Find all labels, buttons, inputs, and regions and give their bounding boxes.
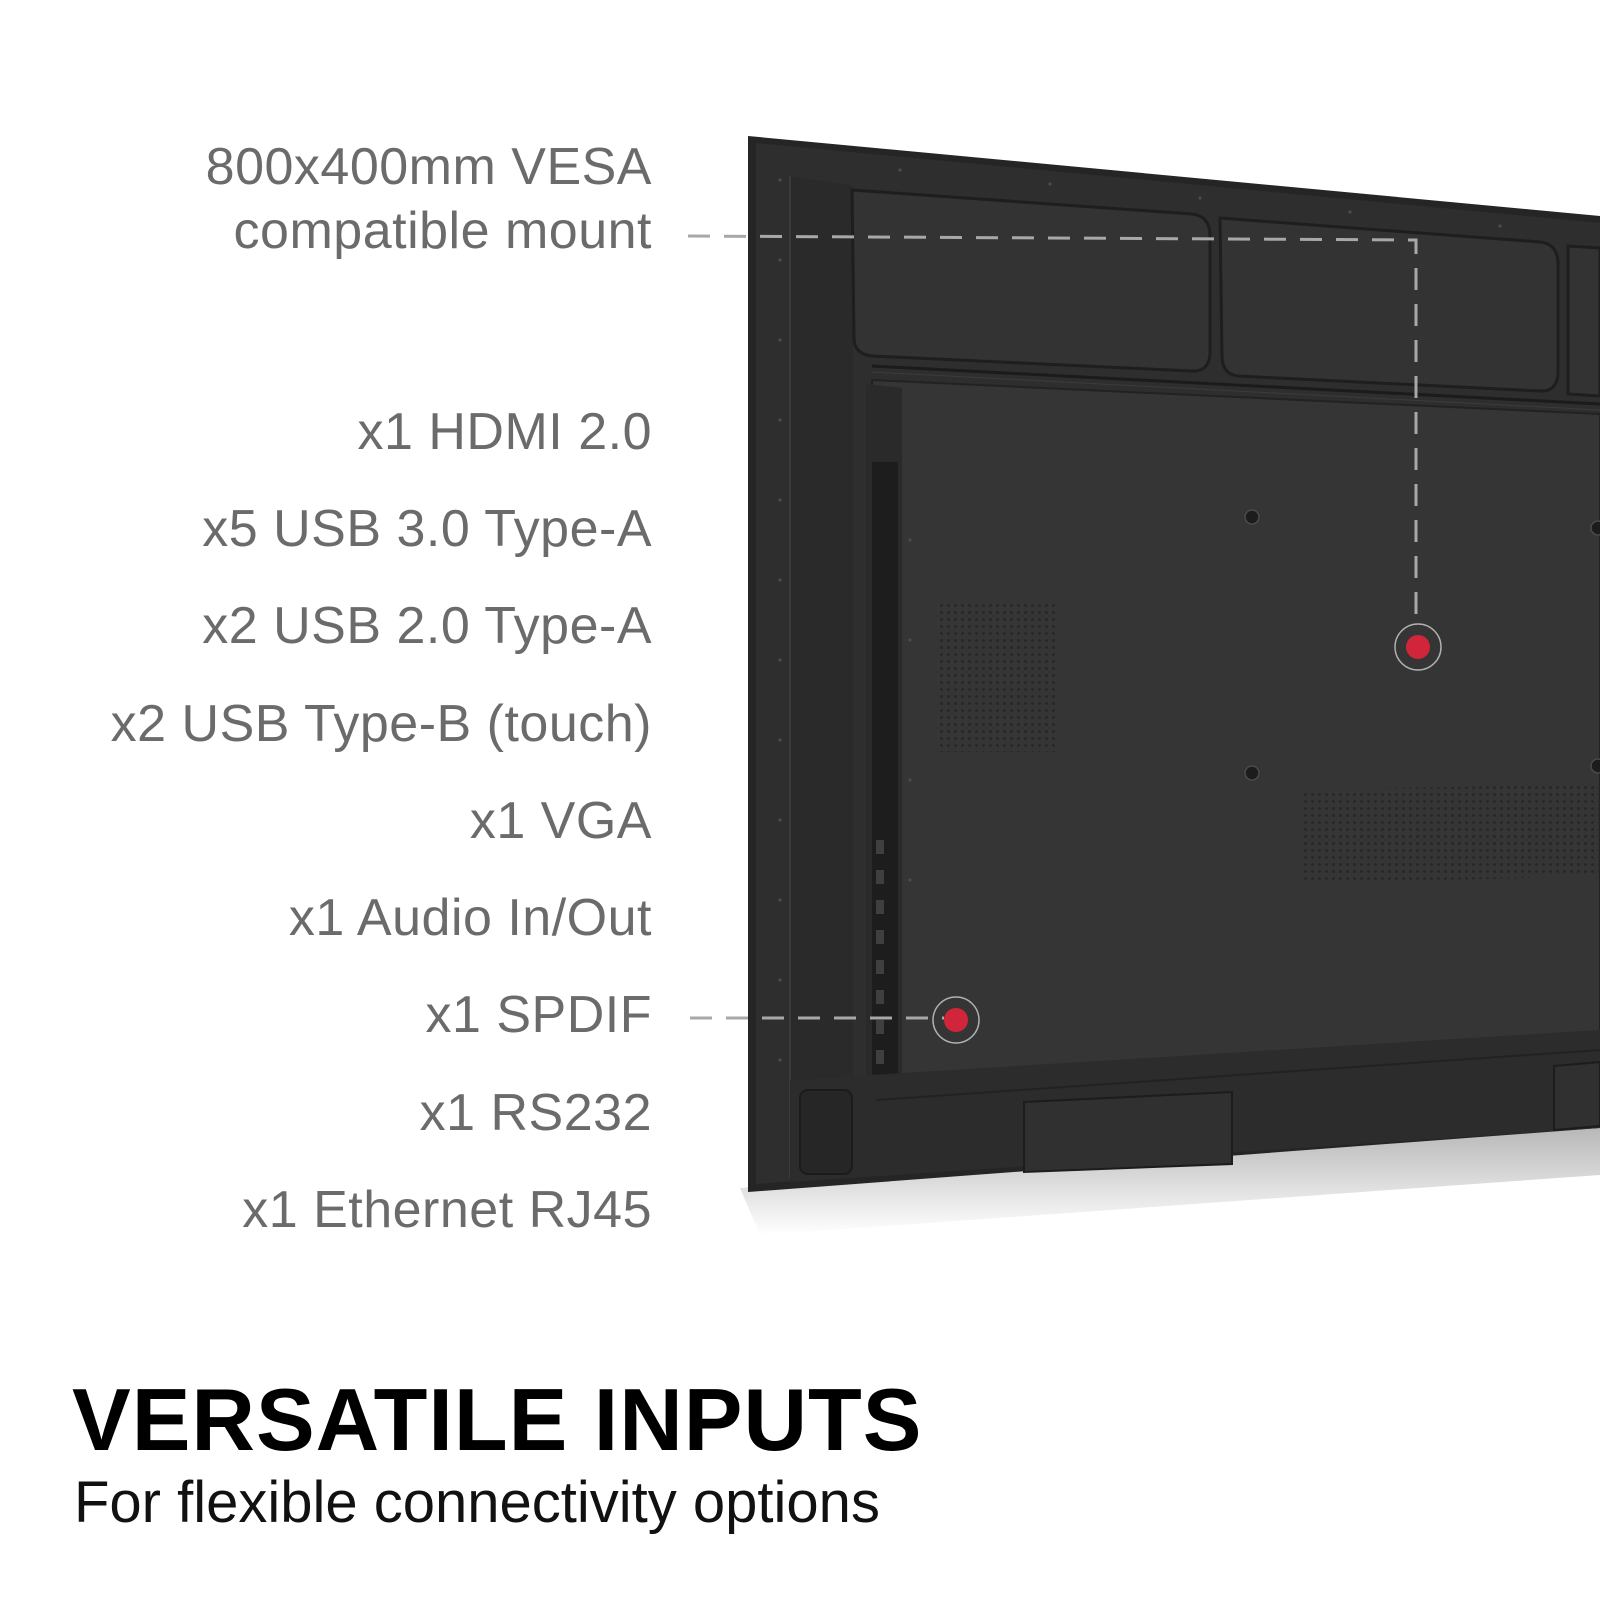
port-spec-audio: x1 Audio In/Out <box>288 889 652 947</box>
side-port-strip <box>872 462 898 1098</box>
port-spec-rs232: x1 RS232 <box>419 1084 652 1142</box>
upper-panel-2 <box>1218 216 1560 393</box>
vesa-callout-line <box>687 234 1418 628</box>
port-spec-ethernet: x1 Ethernet RJ45 <box>242 1181 652 1239</box>
port-spec-vga: x1 VGA <box>469 792 652 850</box>
headline: VERSATILE INPUTS <box>72 1370 923 1469</box>
vesa-mount-holes <box>1244 509 1600 781</box>
vent-grille <box>1300 784 1600 884</box>
port-spec-hdmi: x1 HDMI 2.0 <box>357 403 652 461</box>
subheadline: For flexible connectivity options <box>74 1470 880 1535</box>
upper-panel-1 <box>850 188 1212 373</box>
spdif-callout-dot <box>944 1008 968 1032</box>
display-shadow <box>740 1128 1600 1235</box>
port-spec-usb3: x5 USB 3.0 Type-A <box>202 500 652 558</box>
port-spec-spdif: x1 SPDIF <box>425 986 652 1044</box>
vesa-callout-dot <box>1406 635 1430 659</box>
speaker-grille <box>938 600 1058 752</box>
port-spec-usb-type-b: x2 USB Type-B (touch) <box>110 695 652 753</box>
port-spec-usb2: x2 USB 2.0 Type-A <box>202 597 652 655</box>
vesa-mount-spec: 800x400mm VESA compatible mount <box>205 138 652 260</box>
spdif-callout <box>690 996 980 1044</box>
vesa-callout <box>687 234 1442 671</box>
